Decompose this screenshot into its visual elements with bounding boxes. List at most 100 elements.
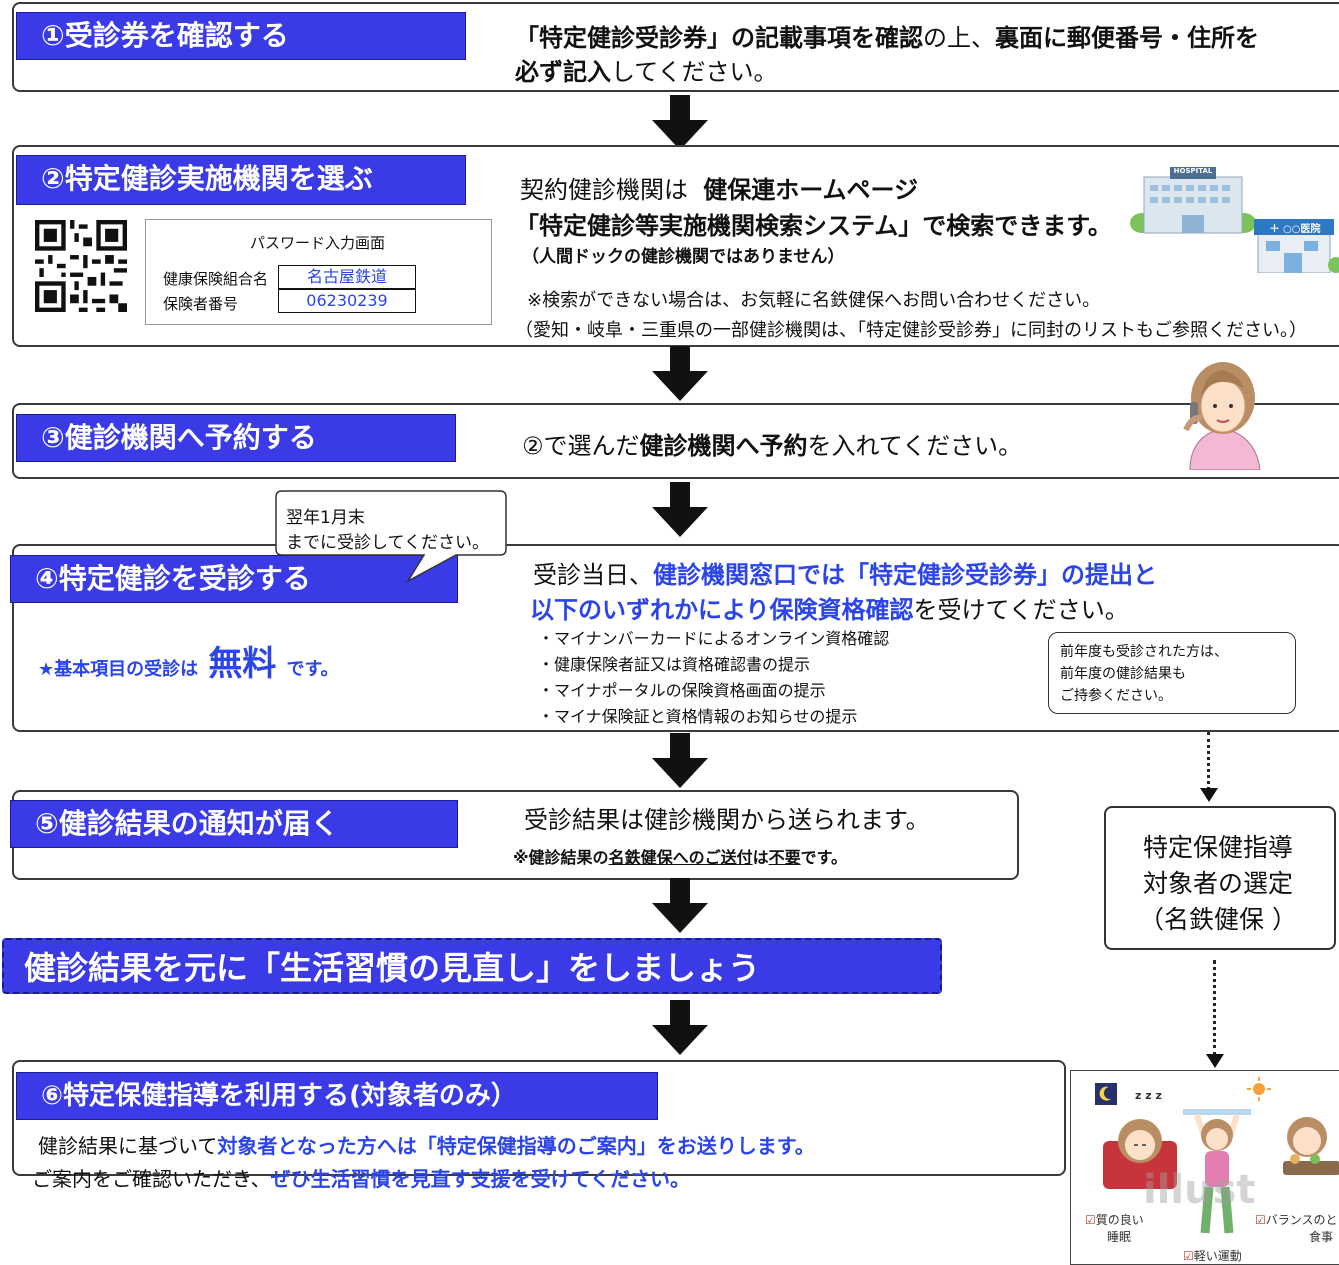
selection-line1: 特定保健指導 — [1142, 833, 1293, 862]
kenporen-site-link[interactable]: 健保連ホームページ — [703, 176, 919, 204]
step4-line1-pre: 受診当日、 — [533, 561, 653, 589]
step5-note-u2: 不要 — [768, 848, 801, 867]
step2-title: ②特定健診実施機関を選ぶ — [16, 155, 466, 205]
down-arrow-icon — [652, 878, 708, 933]
insurer-number-label: 保険者番号 — [163, 295, 239, 313]
selection-line3: （名鉄健保 ） — [1139, 905, 1297, 934]
small-down-arrow-icon — [1206, 1054, 1224, 1068]
checkbox-icon: ☑ — [1183, 1249, 1194, 1263]
moon-icon — [1095, 1083, 1117, 1105]
free-pre: ★基本項目の受診は — [38, 659, 199, 680]
step6-line2-blue: ぜひ生活習慣を見直す支援を受けてください。 — [270, 1167, 691, 1191]
step2-intro-text: 契約健診機関は — [520, 176, 688, 204]
prev-note-line1: 前年度も受診された方は、 — [1060, 644, 1228, 660]
step2-intro: 契約健診機関は 健保連ホームページ — [520, 170, 918, 205]
step1-line2-rest: してください。 — [611, 58, 778, 86]
sleep-label-line2: 睡眠 — [1107, 1230, 1132, 1244]
step6-line2: ご案内をご確認いただき、ぜひ生活習慣を見直す支援を受けてください。 — [32, 1163, 690, 1192]
contact-note: ※検索ができない場合は、お気軽に名鉄健保へお問い合わせください。 — [527, 290, 1101, 311]
step5-note: ※健診結果の名鉄健保へのご送付は不要です。 — [513, 844, 847, 868]
eating-woman-icon — [1283, 1117, 1339, 1175]
id-method-1: ・マイナンバーカードによるオンライン資格確認 — [538, 629, 890, 648]
step5-note-u1: 名鉄健保へのご送付 — [608, 848, 753, 867]
down-arrow-icon — [652, 95, 708, 150]
id-method-4: ・マイナ保険証と資格情報のお知らせの提示 — [538, 707, 858, 726]
prev-note-line2: 前年度の健診結果も — [1060, 666, 1186, 682]
down-arrow-icon — [652, 733, 708, 788]
guidance-selection-box — [1104, 806, 1336, 950]
not-dock-note: （人間ドックの健診機関ではありません） — [522, 247, 845, 267]
meal-label-line1: バランスのと — [1265, 1213, 1338, 1227]
step3-text-bold: 健診機関へ予約 — [639, 432, 808, 460]
step6-line1: 健診結果に基づいて対象者となった方へは「特定保健指導のご案内」をお送りします。 — [38, 1130, 815, 1159]
insurer-name-field[interactable]: 名古屋鉄道 — [278, 265, 416, 289]
qr-code-icon[interactable] — [35, 220, 127, 312]
dotted-connector — [1207, 732, 1210, 790]
woman-on-phone-icon — [1183, 362, 1261, 470]
step1-line1-bold2: 裏面に郵便番号・住所を — [995, 24, 1259, 52]
step4-line2-post: を受けてください。 — [913, 596, 1129, 624]
step5-title: ⑤健診結果の通知が届く — [10, 800, 458, 848]
step1-line1: 「特定健診受診券」の記載事項を確認の上、裏面に郵便番号・住所を — [515, 18, 1259, 53]
step1-line2: 必ず記入してください。 — [515, 52, 778, 87]
sleeping-woman-icon — [1103, 1119, 1177, 1189]
id-method-2: ・健康保険者証又は資格確認書の提示 — [538, 655, 811, 674]
free-of-charge-note: ★基本項目の受診は 無料 です。 — [38, 636, 339, 685]
exercise-label-text: 軽い運動 — [1193, 1249, 1242, 1263]
insurer-number-field[interactable]: 06230239 — [278, 289, 416, 313]
deadline-speech-bubble — [275, 490, 507, 583]
free-post: です。 — [286, 659, 339, 680]
step6-line1-blue: 対象者となった方へは「特定保健指導のご案内」をお送りします。 — [217, 1134, 815, 1158]
down-arrow-icon — [652, 1000, 708, 1055]
step4-line1-blue: 健診機関窓口では「特定健診受診券」の提出と — [653, 561, 1157, 589]
step6-title: ⑥特定保健指導を利用する(対象者のみ） — [16, 1072, 658, 1120]
clinic-icon — [1254, 219, 1339, 273]
illust-watermark: illust — [1143, 1167, 1256, 1213]
exercise-label: ☑軽い運動 — [1183, 1247, 1242, 1264]
hospital-sign: HOSPITAL — [1173, 167, 1213, 175]
step1-line1-mid: の上、 — [923, 24, 995, 52]
hospital-icon — [1130, 167, 1256, 234]
step3-text-pre: ②で選んだ — [522, 432, 640, 460]
free-big: 無料 — [208, 644, 277, 684]
prev-note-line3: ご持参ください。 — [1060, 688, 1172, 704]
step3-title: ③健診機関へ予約する — [16, 414, 456, 462]
id-method-3: ・マイナポータルの保険資格画面の提示 — [538, 681, 826, 700]
selection-line2: 対象者の選定 — [1142, 869, 1293, 898]
step5-note-pre: ※健診結果の — [513, 848, 609, 867]
exercising-woman-icon — [1183, 1109, 1251, 1234]
checkbox-icon: ☑ — [1255, 1213, 1266, 1227]
lifestyle-illustration: z z z illust ☑質の良い 睡眠 ☑バランスのと 食事 ☑軽い運動 — [1070, 1070, 1339, 1265]
step1-title: ①受診券を確認する — [16, 12, 466, 60]
lifestyle-banner: 健診結果を元に「生活習慣の見直し」をしましょう — [2, 938, 942, 994]
bubble-line1: 翌年1月末 — [286, 508, 365, 528]
search-system-text: 「特定健診等実施機関検索システム」で検索できます。 — [515, 212, 1112, 240]
step1-line1-bold1: 「特定健診受診券」の記載事項を確認 — [515, 24, 923, 52]
checkbox-icon: ☑ — [1085, 1213, 1096, 1227]
password-heading: パスワード入力画面 — [249, 234, 385, 252]
down-arrow-icon — [652, 346, 708, 401]
clinic-sign: ＋ ○○医院 — [1269, 224, 1321, 235]
step5-line1: 受診結果は健診機関から送られます。 — [524, 806, 930, 834]
meal-label-line2: 食事 — [1309, 1230, 1334, 1244]
step4-line2-blue: 以下のいずれかにより保険資格確認 — [530, 596, 914, 624]
step5-note-post: です。 — [800, 848, 848, 867]
step4-line2: 以下のいずれかにより保険資格確認を受けてください。 — [530, 590, 1129, 625]
sleep-label-line1: 質の良い — [1095, 1213, 1144, 1227]
small-down-arrow-icon — [1200, 788, 1218, 802]
zzz-text: z z z — [1135, 1089, 1162, 1102]
sleep-label: ☑質の良い — [1085, 1211, 1144, 1228]
bubble-line2: までに受診してください。 — [286, 533, 489, 553]
step3-text-post: を入れてください。 — [807, 432, 1023, 460]
step4-line1: 受診当日、健診機関窓口では「特定健診受診券」の提出と — [533, 555, 1157, 590]
meal-label: ☑バランスのと — [1255, 1211, 1338, 1228]
password-panel — [145, 219, 492, 325]
step6-line1-pre: 健診結果に基づいて — [38, 1134, 218, 1158]
step1-line2-bold: 必ず記入 — [515, 58, 611, 86]
step3-text: ②で選んだ健診機関へ予約を入れてください。 — [522, 426, 1022, 461]
dotted-connector — [1213, 960, 1216, 1056]
list-note: （愛知・岐阜・三重県の一部健診機関は、「特定健診受診券」に同封のリストもご参照く… — [515, 320, 1307, 341]
previous-results-note — [1048, 632, 1296, 714]
insurer-name-label: 健康保険組合名 — [163, 270, 269, 288]
step4-title: ④特定健診を受診する — [10, 555, 458, 603]
